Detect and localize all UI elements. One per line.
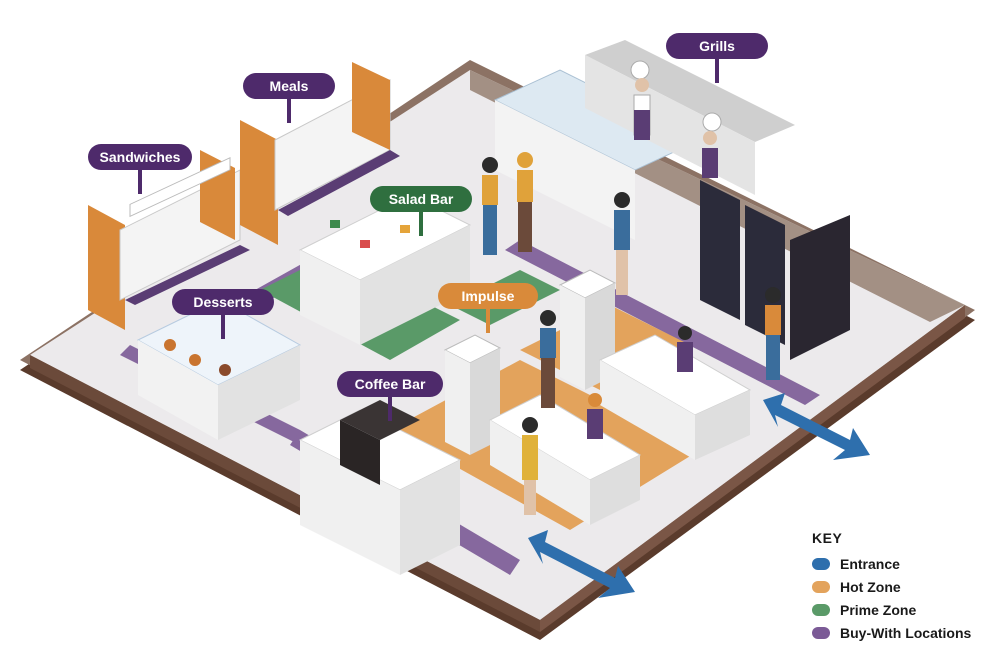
- key-label: Hot Zone: [840, 578, 901, 595]
- shelving-sandwiches: [88, 150, 250, 330]
- shelving-meals: [240, 62, 400, 245]
- gondola-impulse: [443, 269, 617, 455]
- prime-zone-swatch: [812, 603, 830, 616]
- callout-impulse: Impulse: [438, 283, 538, 333]
- callout-meals: Meals: [243, 73, 335, 123]
- callout-grills-label: Grills: [699, 38, 735, 54]
- callout-sandwiches: Sandwiches: [88, 144, 192, 194]
- key-item-buy-with: Buy-With Locations: [812, 621, 992, 644]
- counter-salad-bar: [298, 194, 472, 345]
- hot-zone-swatch: [812, 580, 830, 593]
- counter-desserts: [136, 299, 302, 440]
- callout-coffee-bar-label: Coffee Bar: [354, 376, 426, 392]
- key-label: Entrance: [840, 555, 900, 572]
- staff-figures: [587, 60, 722, 439]
- callout-salad-bar: Salad Bar: [370, 186, 472, 236]
- key-label: Prime Zone: [840, 601, 917, 618]
- checkout-counters: [488, 334, 752, 525]
- map-key: KEY Entrance Hot Zone Prime Zone Buy-Wit…: [812, 530, 992, 644]
- key-item-entrance: Entrance: [812, 552, 992, 575]
- key-item-hot-zone: Hot Zone: [812, 575, 992, 598]
- counter-coffee-bar: [298, 400, 462, 575]
- entrance-arrow-front: [528, 530, 635, 598]
- callout-impulse-label: Impulse: [461, 288, 515, 304]
- key-item-prime-zone: Prime Zone: [812, 598, 992, 621]
- callout-grills: Grills: [666, 33, 768, 83]
- callout-coffee-bar: Coffee Bar: [337, 371, 443, 421]
- customer-figures: [482, 152, 781, 515]
- key-title: KEY: [812, 530, 843, 546]
- buy-with-swatch: [812, 626, 830, 639]
- entrance-arrow-right: [763, 393, 870, 460]
- entrance-swatch: [812, 557, 830, 570]
- callout-salad-bar-label: Salad Bar: [388, 191, 454, 207]
- key-label: Buy-With Locations: [840, 624, 972, 641]
- callout-desserts: Desserts: [172, 289, 274, 339]
- callout-sandwiches-label: Sandwiches: [99, 149, 181, 165]
- callout-meals-label: Meals: [269, 78, 309, 94]
- callout-desserts-label: Desserts: [193, 294, 253, 310]
